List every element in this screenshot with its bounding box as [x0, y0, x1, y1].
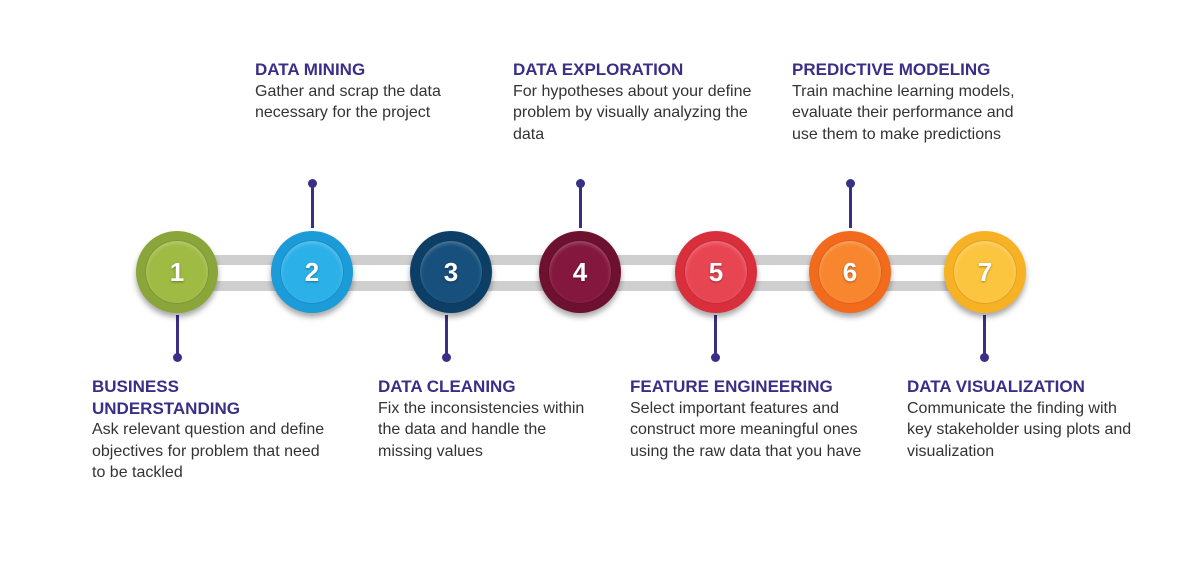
- step-title-2: DATA MINING: [255, 60, 366, 79]
- step-label-2: DATA MINING Gather and scrap the data ne…: [255, 59, 470, 124]
- step-node-inner-2: 2: [281, 241, 343, 303]
- step-description-2: Gather and scrap the data necessary for …: [255, 82, 441, 122]
- connector-dot-7: [980, 353, 989, 362]
- step-description-5: Select important features and construct …: [630, 399, 862, 460]
- step-label-4: DATA EXPLORATION For hypotheses about yo…: [513, 59, 758, 145]
- step-node-6: 6: [809, 231, 891, 313]
- step-node-2: 2: [271, 231, 353, 313]
- connector-6: [849, 184, 852, 228]
- connector-7: [983, 315, 986, 357]
- step-node-inner-7: 7: [954, 241, 1016, 303]
- step-title-3: DATA CLEANING: [378, 377, 516, 396]
- step-node-7: 7: [944, 231, 1026, 313]
- step-number-1: 1: [169, 256, 185, 287]
- step-description-6: Train machine learning models, evaluate …: [792, 82, 1015, 143]
- step-node-3: 3: [410, 231, 492, 313]
- connector-2: [311, 184, 314, 228]
- step-node-inner-4: 4: [549, 241, 611, 303]
- connector-dot-3: [442, 353, 451, 362]
- step-node-inner-3: 3: [420, 241, 482, 303]
- step-label-7: DATA VISUALIZATION Communicate the findi…: [907, 376, 1132, 462]
- step-label-6: PREDICTIVE MODELING Train machine learni…: [792, 59, 1037, 145]
- connector-dot-1: [173, 353, 182, 362]
- connector-1: [176, 315, 179, 357]
- step-node-1: 1: [136, 231, 218, 313]
- connector-dot-2: [308, 179, 317, 188]
- step-description-3: Fix the inconsistencies within the data …: [378, 399, 585, 460]
- step-description-7: Communicate the finding with key stakeho…: [907, 399, 1132, 460]
- step-title-5: FEATURE ENGINEERING: [630, 377, 833, 396]
- step-label-1: BUSINESS UNDERSTANDING Ask relevant ques…: [92, 376, 337, 484]
- step-node-4: 4: [539, 231, 621, 313]
- step-title-6: PREDICTIVE MODELING: [792, 60, 991, 79]
- connector-dot-5: [711, 353, 720, 362]
- connector-dot-6: [846, 179, 855, 188]
- step-title-1: BUSINESS UNDERSTANDING: [92, 377, 240, 418]
- step-number-2: 2: [304, 256, 320, 287]
- step-description-1: Ask relevant question and define objecti…: [92, 421, 325, 481]
- step-node-inner-6: 6: [819, 241, 881, 303]
- step-label-3: DATA CLEANING Fix the inconsistencies wi…: [378, 376, 593, 462]
- connector-5: [714, 315, 717, 357]
- step-node-inner-5: 5: [685, 241, 747, 303]
- step-number-5: 5: [708, 256, 724, 287]
- step-title-4: DATA EXPLORATION: [513, 60, 684, 79]
- connector-dot-4: [576, 179, 585, 188]
- step-title-7: DATA VISUALIZATION: [907, 377, 1085, 396]
- step-number-7: 7: [977, 256, 993, 287]
- step-number-4: 4: [572, 256, 588, 287]
- step-description-4: For hypotheses about your define problem…: [513, 82, 752, 143]
- connector-3: [445, 315, 448, 357]
- step-number-6: 6: [842, 256, 858, 287]
- step-label-5: FEATURE ENGINEERING Select important fea…: [630, 376, 880, 462]
- step-node-inner-1: 1: [146, 241, 208, 303]
- connector-4: [579, 184, 582, 228]
- step-node-5: 5: [675, 231, 757, 313]
- step-number-3: 3: [443, 256, 459, 287]
